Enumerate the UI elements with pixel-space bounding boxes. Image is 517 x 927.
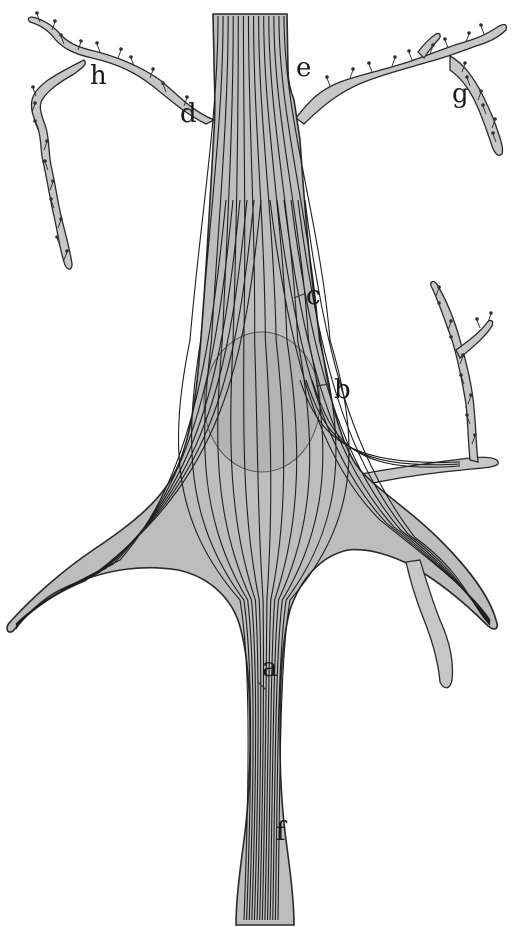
label-g: g	[452, 79, 469, 109]
spine-head	[96, 42, 99, 45]
spine-head	[450, 320, 453, 323]
spine-head	[492, 132, 495, 135]
spine	[409, 52, 412, 60]
spine	[392, 58, 395, 66]
spine-head	[34, 120, 37, 123]
spine-head	[474, 434, 477, 437]
spine-head	[54, 20, 57, 23]
spine	[445, 40, 448, 48]
label-h: h	[90, 61, 107, 91]
spine-head	[466, 76, 469, 79]
label-c: c	[306, 281, 321, 311]
label-e: e	[296, 53, 311, 83]
spine-head	[32, 86, 35, 89]
spine-head	[162, 82, 165, 85]
spine-head	[482, 104, 485, 107]
spine-head	[450, 336, 453, 339]
spine	[97, 44, 100, 52]
spine-head	[480, 90, 483, 93]
spine-head	[60, 218, 63, 221]
spine	[481, 26, 484, 34]
spine-head	[444, 38, 447, 41]
spine-head	[460, 374, 463, 377]
spine	[350, 70, 353, 78]
spine-head	[438, 286, 441, 289]
spine-head	[494, 118, 497, 121]
spine	[327, 78, 330, 86]
spine-head	[490, 312, 493, 315]
spine	[369, 64, 372, 72]
upper-left-dendrite	[28, 17, 214, 269]
spine-head	[152, 68, 155, 71]
label-d: d	[180, 99, 197, 129]
spine-head	[120, 48, 123, 51]
spine-head	[80, 40, 83, 43]
spine-head	[466, 414, 469, 417]
spine-head	[468, 32, 471, 35]
spine-head	[56, 236, 59, 239]
spine-head	[480, 24, 483, 27]
spine-head	[438, 302, 441, 305]
right-dendrite	[340, 282, 498, 488]
label-a: a	[262, 653, 278, 683]
spine-head	[60, 34, 63, 37]
spine-head	[52, 180, 55, 183]
label-b: b	[334, 375, 351, 405]
spine	[118, 50, 121, 58]
upper-right-dendrite	[296, 25, 506, 156]
spine	[477, 320, 480, 328]
spine-head	[432, 44, 435, 47]
spine-head	[368, 62, 371, 65]
spine-head	[462, 354, 465, 357]
spine-head	[352, 68, 355, 71]
spine-head	[470, 394, 473, 397]
spine-head	[476, 318, 479, 321]
spine-head	[46, 140, 49, 143]
spine-head	[130, 56, 133, 59]
spine-head	[50, 198, 53, 201]
spine-head	[408, 50, 411, 53]
spine-head	[326, 76, 329, 79]
spine-head	[66, 250, 69, 253]
spine-head	[464, 62, 467, 65]
spine-head	[34, 102, 37, 105]
spine-head	[44, 160, 47, 163]
spine-head	[36, 12, 39, 15]
spine-head	[186, 96, 189, 99]
spine-head	[394, 56, 397, 59]
